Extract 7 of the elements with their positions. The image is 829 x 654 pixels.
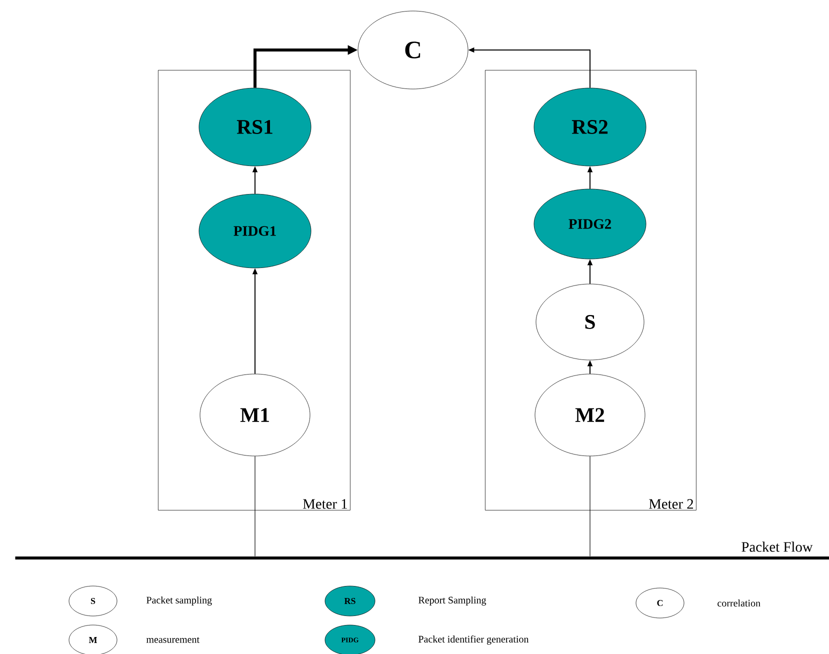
legend-label: measurement xyxy=(146,637,200,643)
legend-label: Packet identifier generation xyxy=(418,635,529,645)
legend-label: Packet sampling xyxy=(146,596,212,606)
legend-label: Report Sampling xyxy=(418,596,486,606)
legend-label: correlation xyxy=(718,599,760,607)
tap-line xyxy=(254,456,256,557)
packet-flow-line: Packet Flow xyxy=(15,542,829,560)
